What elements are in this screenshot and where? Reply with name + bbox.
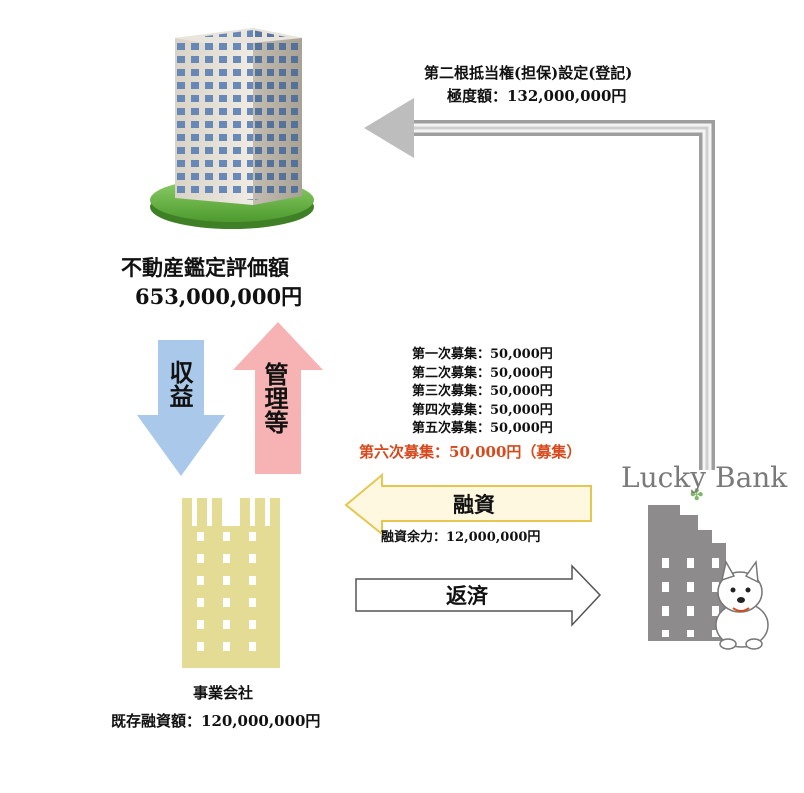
property-label: 不動産鑑定評価額: [121, 255, 289, 280]
financing-arrow: [344, 472, 592, 537]
company-label: 事業会社: [193, 684, 254, 702]
current-round: 第六次募集：50,000円（募集）: [359, 443, 582, 461]
repayment-label: 返済: [446, 583, 488, 608]
round-2: 第二次募集：50,000円: [412, 365, 553, 381]
mortgage-line2: 極度額：132,000,000円: [447, 87, 627, 105]
bank-building-image: ✤: [648, 485, 726, 641]
financing-label: 融資: [453, 492, 495, 517]
company-existing-loan: 既存融資額：120,000,000円: [111, 712, 321, 730]
fundraising-rounds: 第一次募集：50,000円 第二次募集：50,000円 第三次募集：50,000…: [412, 346, 553, 439]
mortgage-line1: 第二根抵当権(担保)設定(登記): [424, 64, 633, 82]
dog-mascot-image: [715, 559, 769, 650]
clover-icon: ✤: [690, 485, 703, 504]
property-building-image: [150, 28, 314, 229]
round-3: 第三次募集：50,000円: [412, 384, 553, 399]
property-value: 653,000,000円: [135, 284, 303, 309]
company-building-image: [182, 498, 280, 668]
management-label: 管理等: [260, 362, 289, 434]
income-arrow: [137, 340, 225, 476]
bank-name: Lucky Bank: [621, 461, 788, 494]
round-1: 第一次募集：50,000円: [412, 347, 553, 362]
financing-capacity: 融資余力：12,000,000円: [381, 530, 541, 545]
income-label: 収益: [165, 360, 194, 408]
mortgage-arrow: [364, 98, 715, 470]
round-5: 第五次募集：50,000円: [412, 421, 553, 436]
management-arrow: [233, 322, 323, 474]
repayment-arrow: [355, 564, 602, 627]
round-4: 第四次募集：50,000円: [412, 402, 553, 418]
